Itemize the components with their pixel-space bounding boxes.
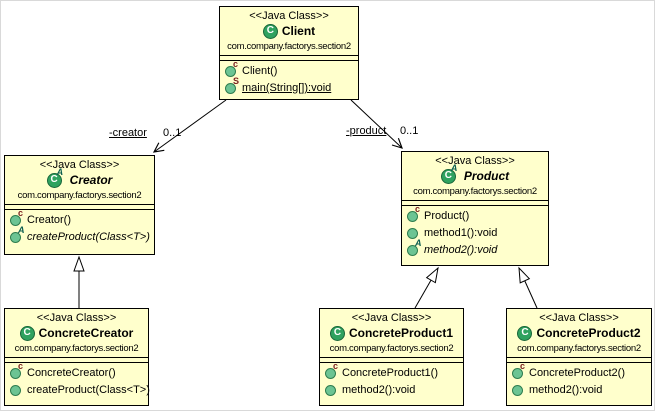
class-name: Product [463, 169, 510, 183]
public-method-icon [407, 228, 418, 239]
abstract-class-icon: C [46, 173, 62, 188]
class-box-product[interactable]: <<Java Class>> C A Product com.company.f… [401, 151, 549, 266]
method-row[interactable]: method2():void [325, 384, 459, 397]
class-icon: C [262, 24, 278, 39]
class-header: <<Java Class>> C ConcreteProduct1 com.co… [320, 309, 463, 357]
stereotype-label: <<Java Class>> [435, 155, 515, 167]
abstract-method-icon: A [407, 239, 422, 256]
attributes-compartment [507, 357, 651, 362]
generalization-concreteproduct2-product[interactable] [518, 266, 538, 309]
stereotype-label: <<Java Class>> [39, 159, 120, 171]
method-row[interactable]: c Client() [225, 60, 354, 78]
class-name: ConcreteCreator [38, 326, 134, 340]
method-row[interactable]: createProduct(Class<T>) [10, 384, 150, 397]
constructor-method-icon: c [225, 60, 238, 77]
constructor-method-icon: c [407, 205, 420, 222]
method-label: ConcreteCreator() [27, 367, 116, 379]
method-label: ConcreteProduct2() [529, 367, 625, 379]
class-icon: C [329, 326, 345, 341]
assoc-multiplicity-product[interactable]: 0..1 [400, 125, 419, 137]
method-label: ConcreteProduct1() [342, 367, 438, 379]
class-header: <<Java Class>> C A Product com.company.f… [402, 152, 548, 200]
methods-compartment: c Creator() A createProduct(Class<T>) [5, 209, 154, 254]
class-header: <<Java Class>> C ConcreteProduct2 com.co… [507, 309, 651, 357]
class-name: Client [281, 24, 316, 38]
class-box-concretecreator[interactable]: <<Java Class>> C ConcreteCreator com.com… [4, 308, 150, 406]
public-method-icon [512, 385, 523, 396]
stereotype-label: <<Java Class>> [36, 312, 117, 324]
assoc-role-product[interactable]: -product [346, 125, 387, 137]
methods-compartment: c ConcreteProduct1() method2():void [320, 362, 463, 405]
method-row[interactable]: A createProduct(Class<T>) [10, 226, 150, 244]
abstract-method-icon: A [10, 226, 25, 243]
package-label: com.company.factorys.section2 [413, 186, 537, 197]
method-label: method1():void [424, 227, 498, 239]
method-label: method2():void [424, 244, 498, 256]
assoc-role-creator[interactable]: -creator [109, 127, 147, 139]
package-label: com.company.factorys.section2 [227, 41, 351, 52]
attributes-compartment [402, 200, 548, 205]
method-row[interactable]: c ConcreteProduct1() [325, 362, 459, 380]
association-client-product[interactable] [350, 99, 403, 149]
method-row[interactable]: c ConcreteCreator() [10, 362, 144, 380]
method-row[interactable]: c ConcreteProduct2() [512, 362, 647, 380]
class-name: Creator [69, 173, 113, 187]
public-method-icon [10, 385, 21, 396]
class-icon: C [517, 326, 533, 341]
methods-compartment: c Client() S main(String[]):void [220, 60, 358, 99]
method-row[interactable]: c Product() [407, 205, 544, 223]
class-name: ConcreteProduct1 [348, 326, 454, 340]
method-label: createProduct(Class<T>) [27, 231, 150, 243]
assoc-multiplicity-creator[interactable]: 0..1 [163, 127, 182, 139]
class-name: ConcreteProduct2 [536, 326, 641, 340]
package-label: com.company.factorys.section2 [14, 343, 139, 354]
attributes-compartment [5, 357, 148, 362]
methods-compartment: c Product() method1():void A method2():v… [402, 205, 548, 265]
attributes-compartment [5, 204, 154, 209]
attributes-compartment [320, 357, 463, 362]
method-label: Client() [242, 65, 278, 77]
methods-compartment: c ConcreteCreator() createProduct(Class<… [5, 362, 150, 405]
constructor-method-icon: c [10, 362, 23, 379]
class-box-client[interactable]: <<Java Class>> C Client com.company.fact… [219, 6, 359, 100]
method-label: method2():void [529, 384, 603, 396]
method-row[interactable]: A method2():void [407, 239, 544, 257]
method-label: main(String[]):void [242, 82, 332, 94]
stereotype-label: <<Java Class>> [351, 312, 432, 324]
class-header: <<Java Class>> C A Creator com.company.f… [5, 156, 154, 204]
association-client-creator[interactable] [152, 99, 227, 153]
class-header: <<Java Class>> C Client com.company.fact… [220, 7, 358, 55]
class-box-concreteproduct1[interactable]: <<Java Class>> C ConcreteProduct1 com.co… [319, 308, 464, 406]
constructor-method-icon: c [325, 362, 338, 379]
public-method-icon [325, 385, 336, 396]
method-row[interactable]: S main(String[]):void [225, 77, 354, 95]
abstract-class-icon: C [440, 169, 456, 184]
attributes-compartment [220, 55, 358, 60]
method-label: Product() [424, 210, 470, 222]
stereotype-label: <<Java Class>> [249, 10, 329, 22]
package-label: com.company.factorys.section2 [517, 343, 641, 354]
method-row[interactable]: c Creator() [10, 209, 150, 227]
method-label: Creator() [27, 214, 72, 226]
constructor-method-icon: c [512, 362, 525, 379]
package-label: com.company.factorys.section2 [17, 190, 142, 201]
class-header: <<Java Class>> C ConcreteCreator com.com… [5, 309, 148, 357]
method-label: method2():void [342, 384, 416, 396]
generalization-concreteproduct1-product[interactable] [414, 266, 439, 309]
class-icon: C [19, 326, 35, 341]
class-box-creator[interactable]: <<Java Class>> C A Creator com.company.f… [4, 155, 155, 255]
method-row[interactable]: method2():void [512, 384, 647, 397]
methods-compartment: c ConcreteProduct2() method2():void [507, 362, 651, 405]
static-method-icon: S [225, 77, 239, 94]
package-label: com.company.factorys.section2 [329, 343, 454, 354]
class-box-concreteproduct2[interactable]: <<Java Class>> C ConcreteProduct2 com.co… [506, 308, 652, 406]
stereotype-label: <<Java Class>> [539, 312, 619, 324]
constructor-method-icon: c [10, 209, 23, 226]
method-row[interactable]: method1():void [407, 227, 544, 240]
method-label: createProduct(Class<T>) [27, 384, 150, 396]
